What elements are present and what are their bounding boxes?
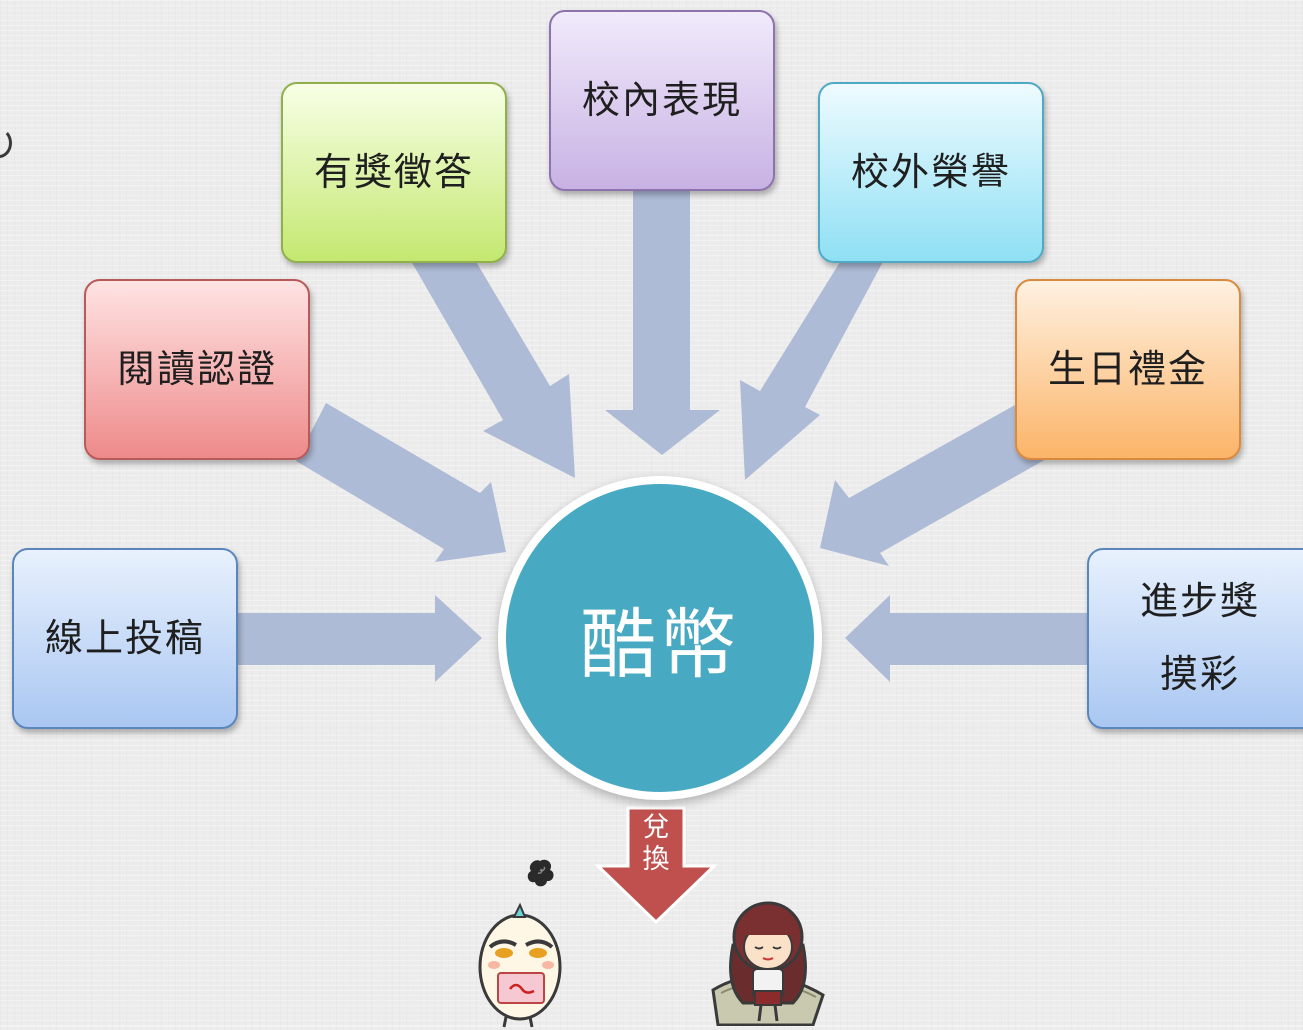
source-label-jinbu-line1: 進步獎 — [1139, 579, 1260, 624]
arrow-from-shengri — [820, 405, 1048, 566]
source-label-jinbu-line2: 摸彩 — [1159, 652, 1240, 697]
source-label-yuedu: 閱讀認證 — [116, 346, 277, 391]
source-box-xianshang: 線上投稿 — [12, 548, 238, 729]
source-label-xiaonei: 校內表現 — [581, 77, 742, 122]
exchange-arrow — [594, 806, 718, 925]
center-circle: 酷幣 — [498, 476, 822, 800]
arrow-from-jinbu — [845, 595, 1087, 682]
exchange-char-2: 換 — [642, 844, 670, 875]
girl-reading-illustration — [711, 901, 825, 1026]
exchange-char-1: 兌 — [642, 812, 670, 843]
arrow-from-xiaowai — [740, 233, 885, 480]
source-box-xiaowai: 校外榮譽 — [818, 82, 1044, 263]
arrow-from-youjiang — [411, 233, 575, 478]
arrow-from-yuedu — [296, 403, 506, 562]
source-label-youjiang: 有獎徵答 — [313, 149, 474, 194]
source-box-xiaonei: 校內表現 — [549, 10, 775, 191]
source-box-yuedu: 閱讀認證 — [84, 279, 310, 460]
source-box-jinbu: 進步獎 摸彩 — [1087, 548, 1303, 729]
source-box-youjiang: 有獎徵答 — [281, 82, 507, 263]
exchange-label: 兌 換 — [631, 812, 681, 876]
source-box-shengri: 生日禮金 — [1015, 279, 1241, 460]
egg-character-illustration — [478, 859, 562, 1028]
source-label-xiaowai: 校外榮譽 — [850, 149, 1011, 194]
source-label-shengri: 生日禮金 — [1047, 346, 1208, 391]
arrow-from-xiaonei — [605, 190, 720, 455]
source-label-xianshang: 線上投稿 — [44, 615, 205, 660]
center-label: 酷幣 — [580, 600, 740, 689]
arrow-from-xianshang — [238, 595, 482, 682]
